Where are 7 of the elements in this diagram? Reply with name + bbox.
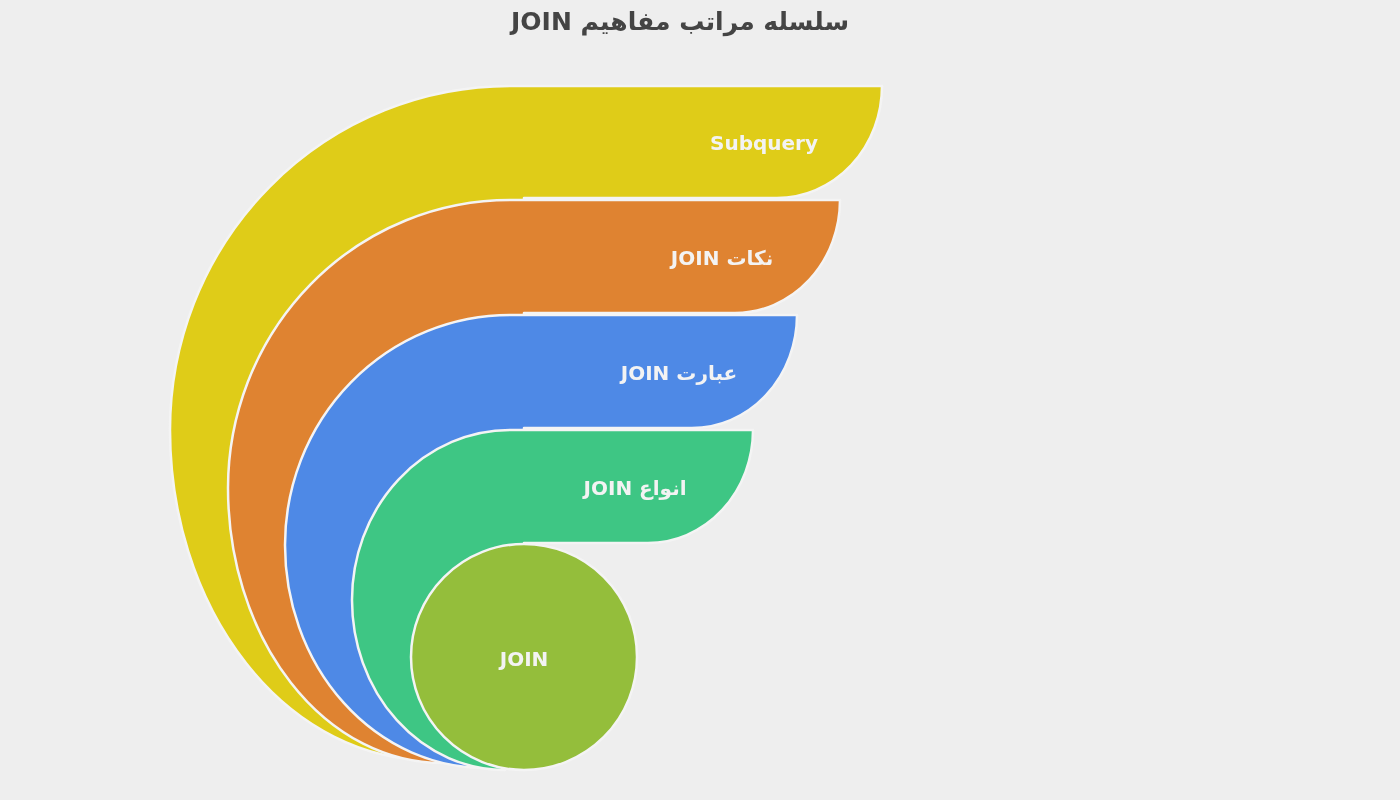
band-label: نکات JOIN [670, 245, 774, 270]
band-label: Subquery [710, 131, 818, 155]
band-label: انواع JOIN [583, 475, 687, 500]
band-label: عبارت JOIN [620, 360, 738, 385]
title: سلسله مراتب مفاهیم JOIN [511, 6, 849, 39]
circle-node [409, 542, 639, 772]
circle-label: JOIN [499, 647, 549, 671]
